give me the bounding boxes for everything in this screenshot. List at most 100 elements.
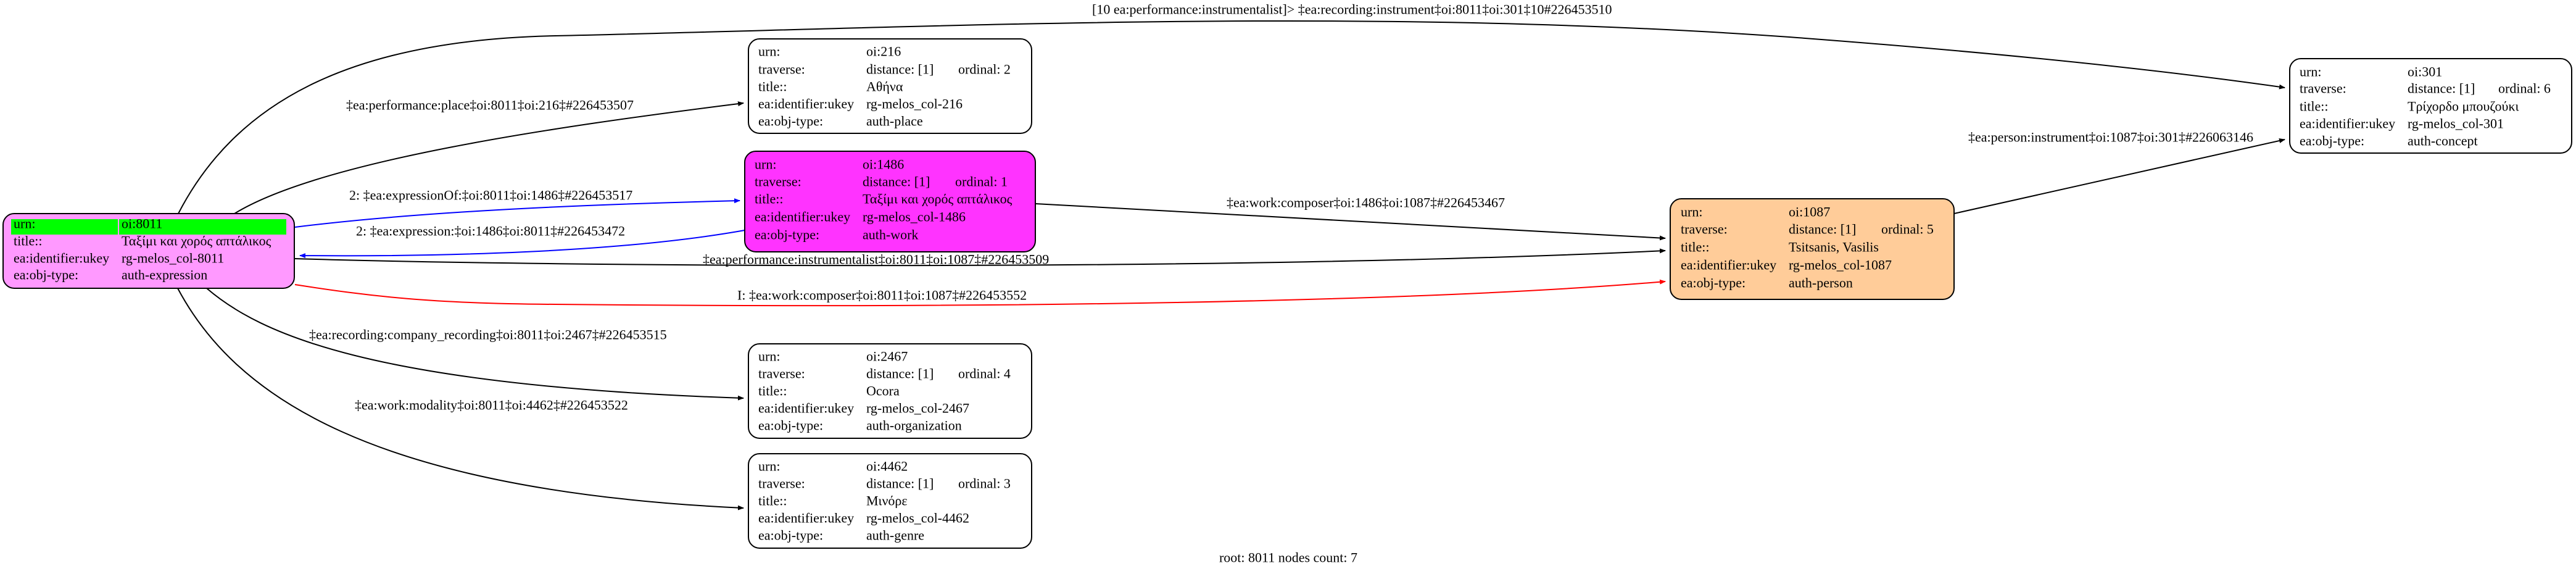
edge-line [294, 279, 1666, 307]
urn-value: oi:301 [2408, 64, 2442, 80]
edge-label: ‡ea:work:composer‡oi:1486‡oi:1087‡#22645… [1227, 195, 1505, 210]
edge-performance-place: ‡ea:performance:place‡oi:8011‡oi:216‡#22… [234, 98, 744, 214]
root-highlight-label [11, 219, 118, 235]
ukey-value: rg-melos_col-8011 [122, 251, 224, 266]
obj-type-value: auth-place [866, 114, 923, 129]
edge-line [234, 101, 744, 214]
edge-work-composer-red: I: ‡ea:work:composer‡oi:8011‡oi:1087‡#22… [294, 279, 1666, 307]
row-label-traverse: traverse: [755, 174, 801, 190]
obj-type-value: auth-genre [866, 528, 924, 543]
row-label-obj-type: ea:obj-type: [758, 114, 823, 129]
edge-label: [10 ea:performance:instrumentalist]> ‡ea… [1092, 2, 1612, 17]
edge-label: ‡ea:work:modality‡oi:8011‡oi:4462‡#22645… [355, 398, 628, 413]
edge-instrumentalist: ‡ea:performance:instrumentalist‡oi:8011‡… [294, 248, 1666, 267]
row-label-title: title:: [758, 79, 787, 94]
node-box [1670, 198, 1955, 300]
row-label-ukey: ea:identifier:ukey [758, 401, 854, 416]
edge-line [206, 288, 744, 401]
ukey-value: rg-melos_col-2467 [866, 401, 969, 416]
node-box [748, 453, 1032, 549]
row-label-ukey: ea:identifier:ukey [758, 96, 854, 112]
edge-label: ‡ea:person:instrument‡oi:1087‡oi:301‡#22… [1968, 130, 2253, 145]
edge-line [294, 198, 740, 228]
ukey-value: rg-melos_col-1486 [863, 209, 966, 225]
title-value: Ocora [866, 383, 900, 399]
distance-value: distance: [1] [2408, 81, 2475, 96]
node-oi-301[interactable]: urn: oi:301 traverse: distance: [1] ordinal:… [2289, 58, 2572, 154]
edge-expression-of: 2: ‡ea:expressionOf:‡oi:8011‡oi:1486‡#22… [294, 188, 740, 228]
edge-work-modality: ‡ea:work:modality‡oi:8011‡oi:4462‡#22645… [177, 288, 744, 511]
urn-value: oi:8011 [122, 216, 162, 231]
row-label-urn: urn: [14, 216, 35, 231]
edge-label: 2: ‡ea:expressionOf:‡oi:8011‡oi:1486‡#22… [349, 188, 632, 203]
title-value: Τρίχορδο μπουζούκι [2408, 99, 2519, 114]
row-label-ukey: ea:identifier:ukey [2300, 116, 2395, 131]
edge-label: ‡ea:performance:instrumentalist‡oi:8011‡… [703, 252, 1049, 267]
row-label-ukey: ea:identifier:ukey [1681, 257, 1776, 273]
edges-layer: [10 ea:performance:instrumentalist]> ‡ea… [177, 2, 2285, 511]
ordinal-value: ordinal: 6 [2498, 81, 2551, 96]
row-label-urn: urn: [755, 157, 776, 172]
title-value: Tsitsanis, Vasilis [1789, 240, 1879, 255]
row-label-urn: urn: [758, 349, 780, 364]
edge-label: ‡ea:recording:company_recording‡oi:8011‡… [309, 327, 667, 343]
node-box [748, 343, 1032, 439]
row-label-title: title:: [755, 191, 783, 207]
edge-label: ‡ea:performance:place‡oi:8011‡oi:216‡#22… [346, 98, 634, 113]
urn-value: oi:1087 [1789, 204, 1830, 220]
ukey-value: rg-melos_col-1087 [1789, 257, 1892, 273]
row-label-obj-type: ea:obj-type: [755, 227, 819, 243]
distance-value: distance: [1] [863, 174, 930, 190]
title-value: Ταξίμι και χορός απτάλικος [122, 233, 271, 249]
row-label-traverse: traverse: [758, 366, 805, 381]
node-box [744, 151, 1036, 252]
row-label-title: title:: [2300, 99, 2328, 114]
edge-person-instrument: ‡ea:person:instrument‡oi:1087‡oi:301‡#22… [1953, 130, 2285, 214]
ordinal-value: ordinal: 4 [958, 366, 1011, 381]
urn-value: oi:1486 [863, 157, 904, 172]
node-box [748, 38, 1032, 134]
title-value: Ταξίμι και χορός απτάλικος [863, 191, 1013, 207]
row-label-traverse: traverse: [758, 476, 805, 491]
edge-line [294, 248, 1666, 267]
row-label-obj-type: ea:obj-type: [2300, 133, 2364, 149]
row-label-traverse: traverse: [2300, 81, 2346, 96]
edge-line [177, 288, 744, 511]
edge-work-composer: ‡ea:work:composer‡oi:1486‡oi:1087‡#22645… [1035, 195, 1666, 241]
row-label-title: title:: [1681, 240, 1709, 255]
root-highlight-value [119, 219, 286, 235]
distance-value: distance: [1] [866, 366, 934, 381]
title-value: Αθήνα [866, 79, 903, 94]
distance-value: distance: [1] [866, 62, 934, 77]
row-label-obj-type: ea:obj-type: [758, 528, 823, 543]
urn-value: oi:4462 [866, 459, 908, 474]
row-label-urn: urn: [758, 44, 780, 59]
row-label-urn: urn: [2300, 64, 2321, 80]
edge-line [178, 20, 2285, 214]
row-label-obj-type: ea:obj-type: [14, 267, 78, 283]
row-label-obj-type: ea:obj-type: [758, 418, 823, 433]
ukey-value: rg-melos_col-301 [2408, 116, 2504, 131]
row-label-urn: urn: [1681, 204, 1702, 220]
row-label-title: title:: [758, 383, 787, 399]
node-oi-1486[interactable]: urn: oi:1486 traverse: distance: [1] ordinal… [744, 151, 1036, 252]
row-label-title: title:: [14, 233, 42, 249]
edge-line [1035, 203, 1666, 241]
edge-recording-instrument: [10 ea:performance:instrumentalist]> ‡ea… [178, 2, 2285, 214]
ordinal-value: ordinal: 3 [958, 476, 1011, 491]
row-label-ukey: ea:identifier:ukey [755, 209, 850, 225]
ordinal-value: ordinal: 1 [955, 174, 1008, 190]
row-label-ukey: ea:identifier:ukey [14, 251, 109, 266]
node-box [2289, 58, 2572, 154]
edge-expression: 2: ‡ea:expression:‡oi:1486‡oi:8011‡#2264… [299, 223, 745, 259]
row-label-ukey: ea:identifier:ukey [758, 511, 854, 526]
footer-caption: root: 8011 nodes count: 7 [1219, 550, 1357, 565]
ordinal-value: ordinal: 2 [958, 62, 1011, 77]
edge-line [299, 230, 745, 259]
urn-value: oi:216 [866, 44, 901, 59]
